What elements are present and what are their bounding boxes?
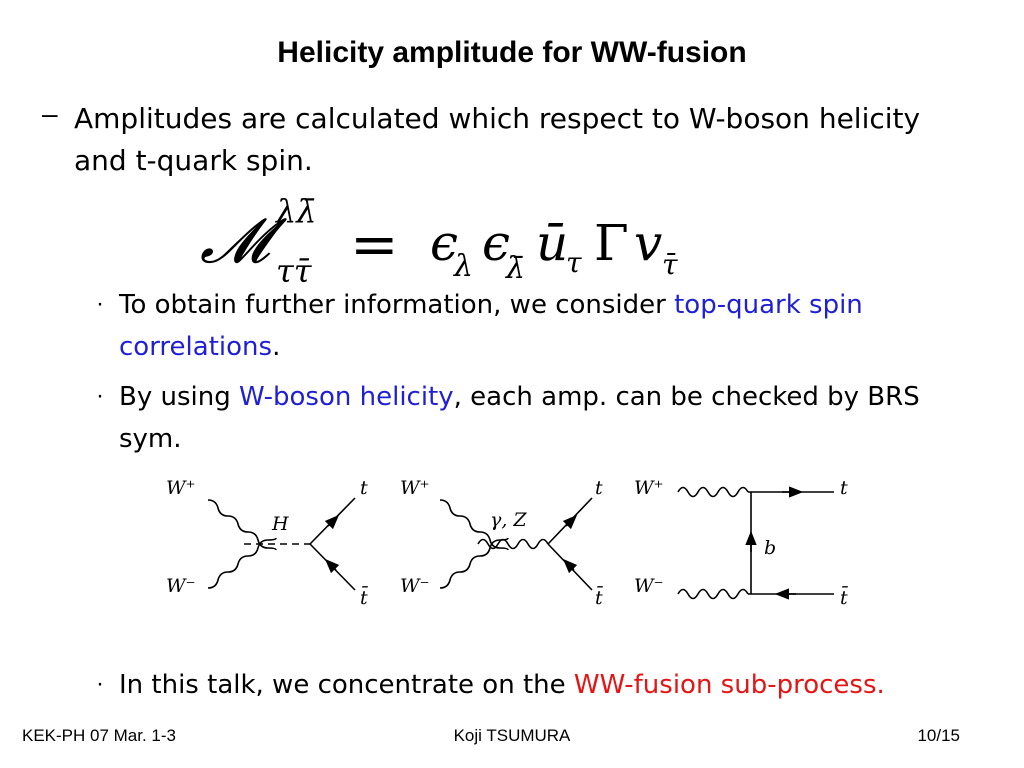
subbullet-ww-fusion: In this talk, we concentrate on the WW-f… <box>119 664 979 706</box>
subbullet-3-text: In this talk, we concentrate on the <box>119 670 574 700</box>
epsilon-1-subscript: λ <box>453 249 473 284</box>
subbullet-2-suffix: , each amp. can be checked by BRS sym. <box>119 382 920 454</box>
d2-w-minus-label: W⁻ <box>400 575 430 597</box>
feynman-diagram-gamma-z: W⁺ W⁻ γ, Z t t̄ <box>400 477 603 609</box>
feynman-diagrams: W⁺ W⁻ H t t̄ W⁺ W⁻ γ, Z t t̄ W⁺ W⁻ b t t… <box>166 477 848 609</box>
bullet-amplitudes-line1: Amplitudes are calculated which respect … <box>74 102 921 135</box>
footer-author: Koji TSUMURA <box>453 726 571 745</box>
equals-sign: = <box>350 210 399 278</box>
footer-page-number: 10/15 <box>917 726 960 745</box>
bullet-amplitudes-line2: and t-quark spin. <box>74 144 313 177</box>
spinor-v: v <box>634 214 662 272</box>
subbullet-dot-1: · <box>96 290 104 317</box>
helicity-amplitude-formula: 𝓜 λλ̄ ττ̄ = ϵ λ ϵ λ̄ ū τ Γ v τ̄ <box>200 192 678 290</box>
d1-higgs-label: H <box>271 513 289 535</box>
bullet-amplitudes: Amplitudes are calculated which respect … <box>74 98 974 182</box>
slide-title: Helicity amplitude for WW-fusion <box>277 36 747 69</box>
d1-w-plus-label: W⁺ <box>166 477 196 499</box>
d2-antitop-label: t̄ <box>595 585 603 609</box>
amplitude-superscript: λλ̄ <box>274 192 317 230</box>
d1-antitop-label: t̄ <box>360 585 368 609</box>
subbullet-3-highlight: WW-fusion sub-process. <box>573 670 885 700</box>
epsilon-2-subscript: λ̄ <box>505 251 525 286</box>
subbullet-1-highlight: top-quark spin correlations <box>119 290 863 362</box>
d3-top-label: t <box>840 477 848 499</box>
vertex-gamma: Γ <box>594 214 629 272</box>
subbullet-w-helicity: By using W-boson helicity, each amp. can… <box>119 376 979 460</box>
feynman-diagram-b-exchange: W⁺ W⁻ b t t̄ <box>634 477 848 609</box>
subbullet-2-highlight: W-boson helicity <box>238 382 454 412</box>
amplitude-symbol: 𝓜 <box>200 204 287 277</box>
bullet-dash: – <box>42 98 58 129</box>
subbullet-1-suffix: . <box>272 332 281 362</box>
d2-gamma-z-label: γ, Z <box>490 509 527 531</box>
v-subscript: τ̄ <box>662 248 678 281</box>
footer-event: KEK-PH 07 Mar. 1-3 <box>22 726 177 745</box>
subbullet-2-text: By using <box>119 382 239 412</box>
d3-w-minus-label: W⁻ <box>634 575 664 597</box>
subbullet-dot-2: · <box>96 382 104 409</box>
d3-w-plus-label: W⁺ <box>634 477 664 499</box>
d3-antitop-label: t̄ <box>840 585 848 609</box>
subbullet-spin-correlations: To obtain further information, we consid… <box>119 284 979 368</box>
ubar-subscript: τ <box>566 246 582 279</box>
d1-w-minus-label: W⁻ <box>166 575 196 597</box>
d3-bottom-label: b <box>764 537 776 559</box>
subbullet-1-text: To obtain further information, we consid… <box>119 290 675 320</box>
amplitude-subscript: ττ̄ <box>276 252 313 290</box>
d2-top-label: t <box>595 477 603 499</box>
polarization-epsilon-2: ϵ <box>482 214 510 272</box>
spinor-ubar: ū <box>536 214 568 272</box>
d1-top-label: t <box>360 477 368 499</box>
d2-w-plus-label: W⁺ <box>400 477 430 499</box>
feynman-diagram-higgs: W⁺ W⁻ H t t̄ <box>166 477 368 609</box>
polarization-epsilon-1: ϵ <box>430 214 458 272</box>
subbullet-dot-3: · <box>96 670 104 697</box>
